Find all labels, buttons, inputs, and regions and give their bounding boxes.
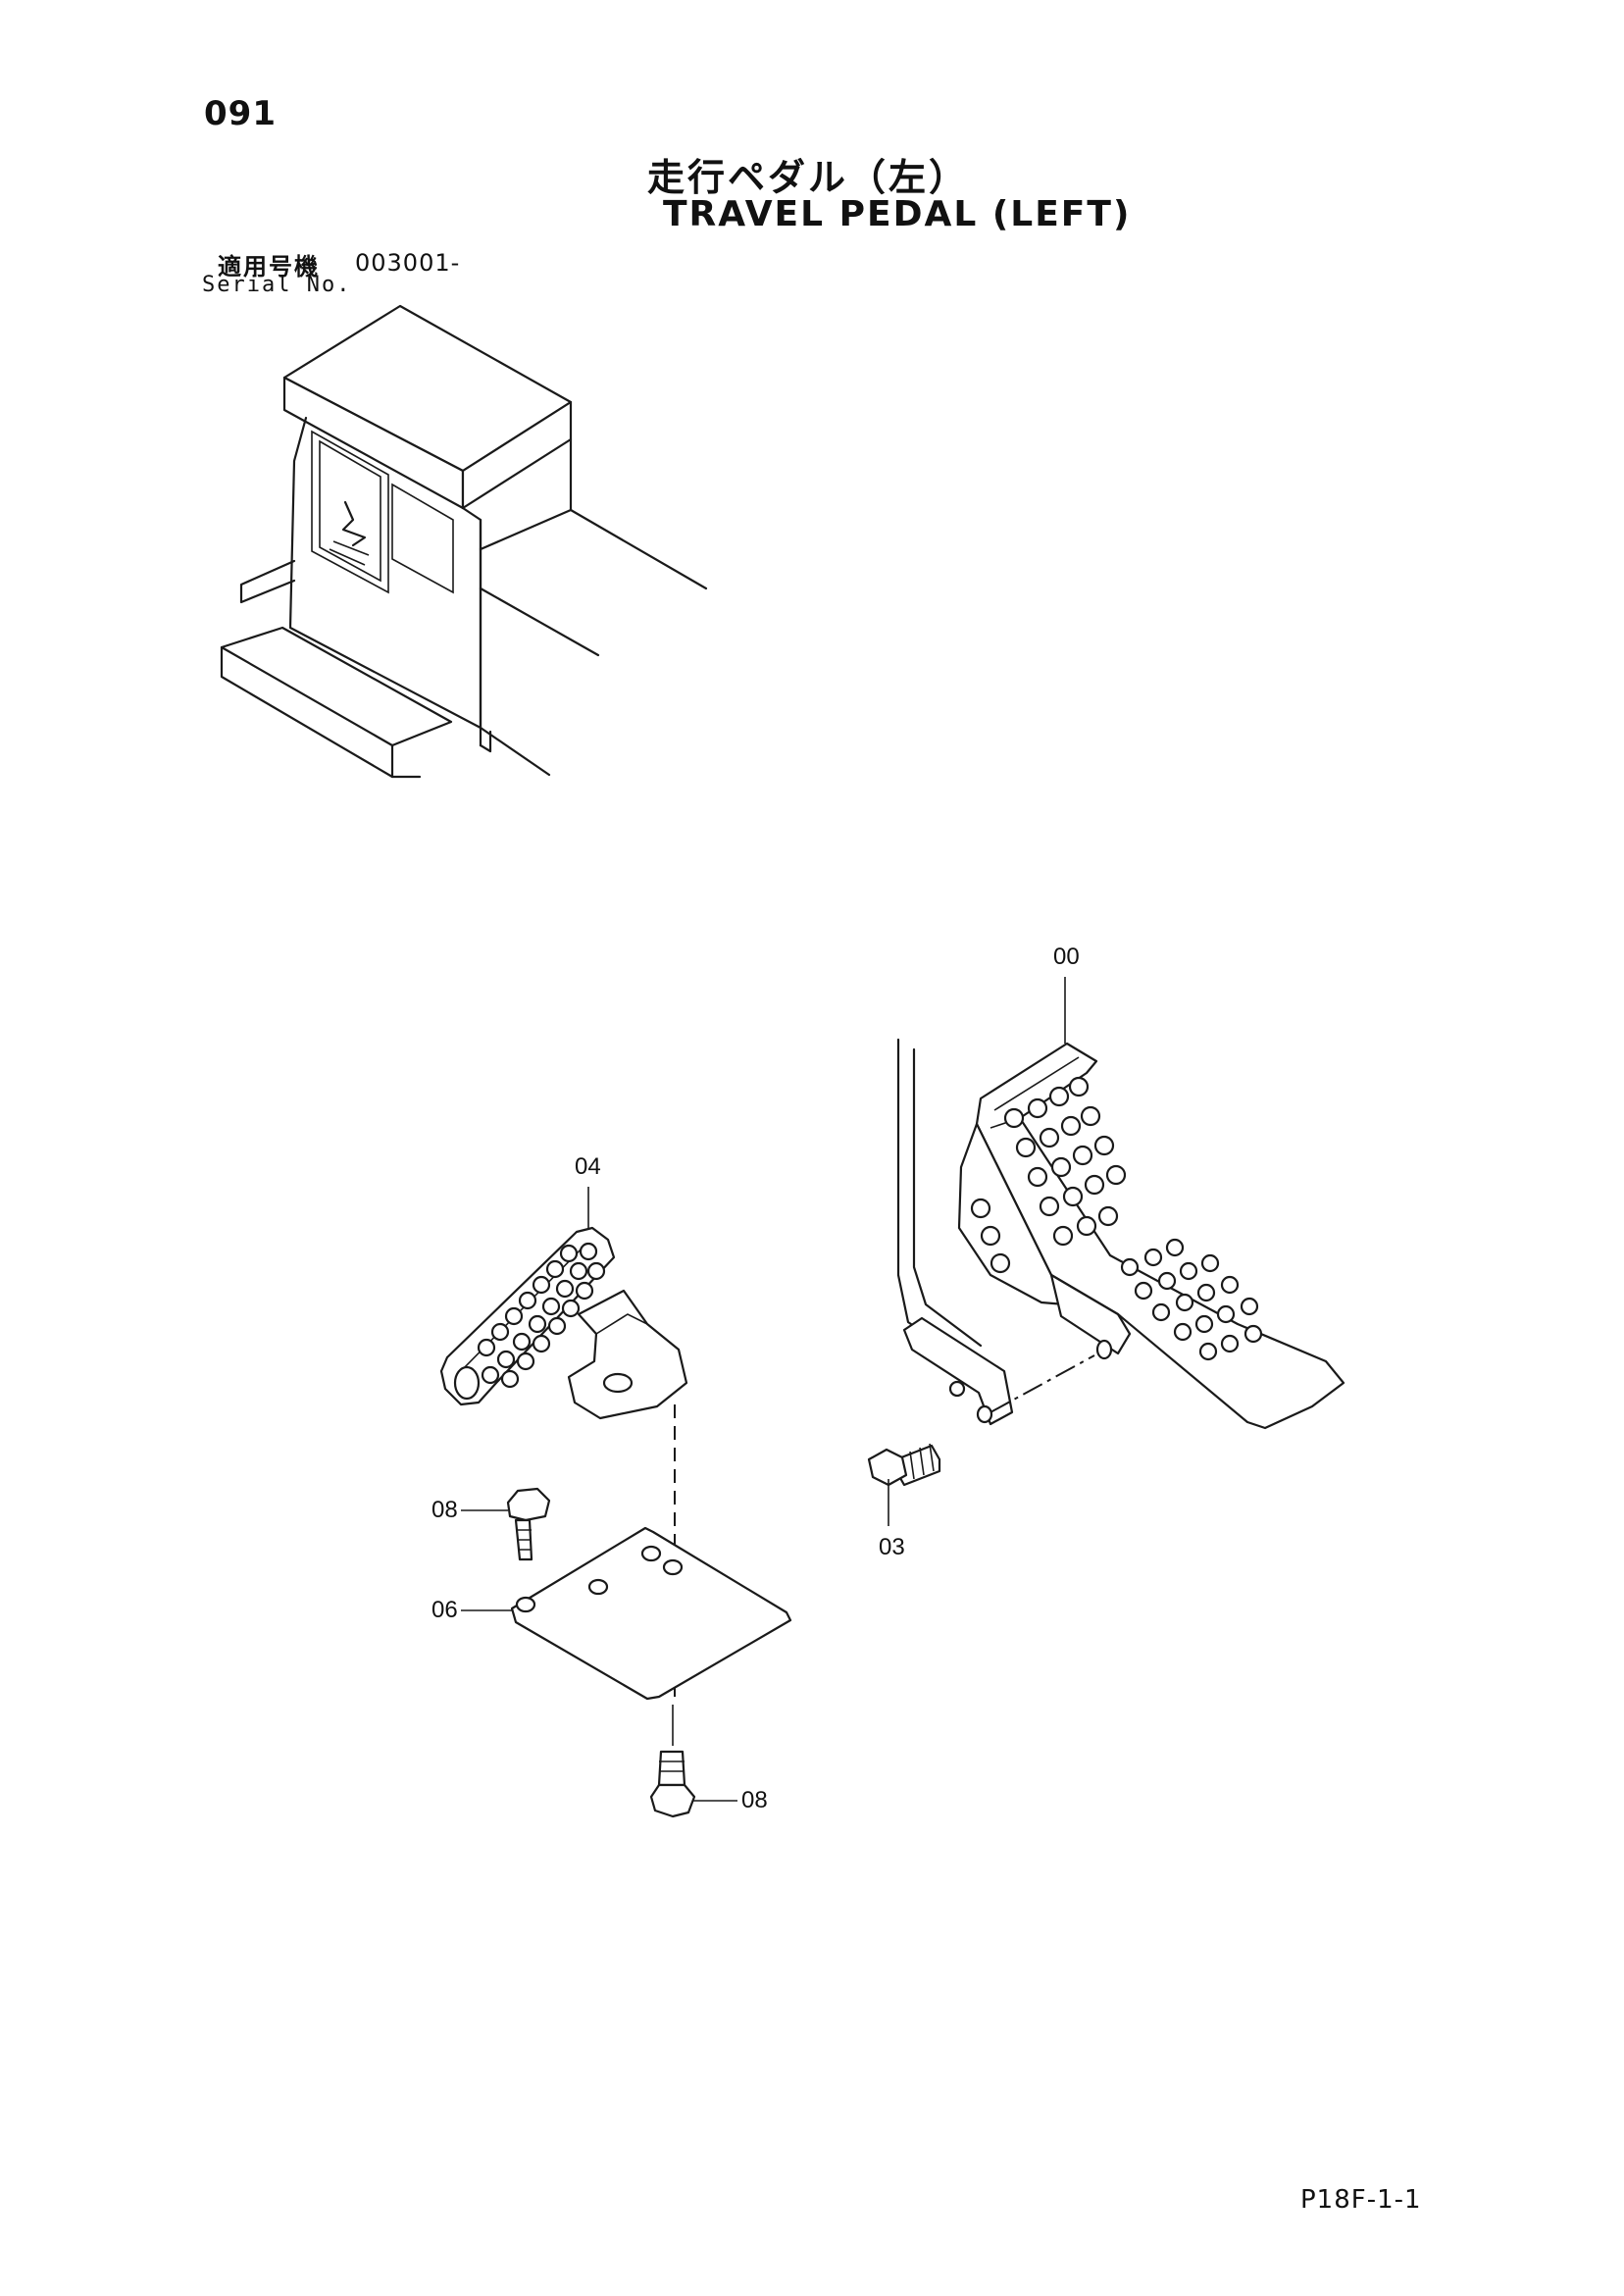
callout-06: 06: [431, 1597, 458, 1623]
cab-overview-illustration: [220, 304, 708, 779]
bolt-08-lower: [649, 1705, 737, 1818]
callout-00: 00: [1053, 944, 1080, 970]
page-code: P18F-1-1: [1300, 2185, 1422, 2215]
callout-03: 03: [879, 1534, 905, 1560]
callout-08-lower: 08: [741, 1787, 768, 1813]
serial-label-japanese: 適用号機: [218, 253, 320, 281]
bolt-08-upper: [461, 1487, 551, 1561]
page-title-english: TRAVEL PEDAL (LEFT): [663, 194, 1132, 234]
page-title-japanese: 走行ペダル（左）: [647, 156, 970, 199]
callout-04: 04: [575, 1153, 601, 1180]
page-number: 091: [204, 94, 277, 133]
plate-06: [461, 1526, 792, 1701]
serial-label-english: Serial No.: [202, 273, 352, 297]
travel-pedal-assembly: [896, 977, 1345, 1430]
pedal-04-studs: [477, 1242, 606, 1389]
pedal-04: [439, 1187, 688, 1697]
callout-08-upper: 08: [431, 1497, 458, 1523]
serial-number-value: 003001-: [355, 249, 461, 277]
pedal-tread-studs: [970, 1076, 1263, 1361]
bolt-03: [867, 1443, 941, 1526]
